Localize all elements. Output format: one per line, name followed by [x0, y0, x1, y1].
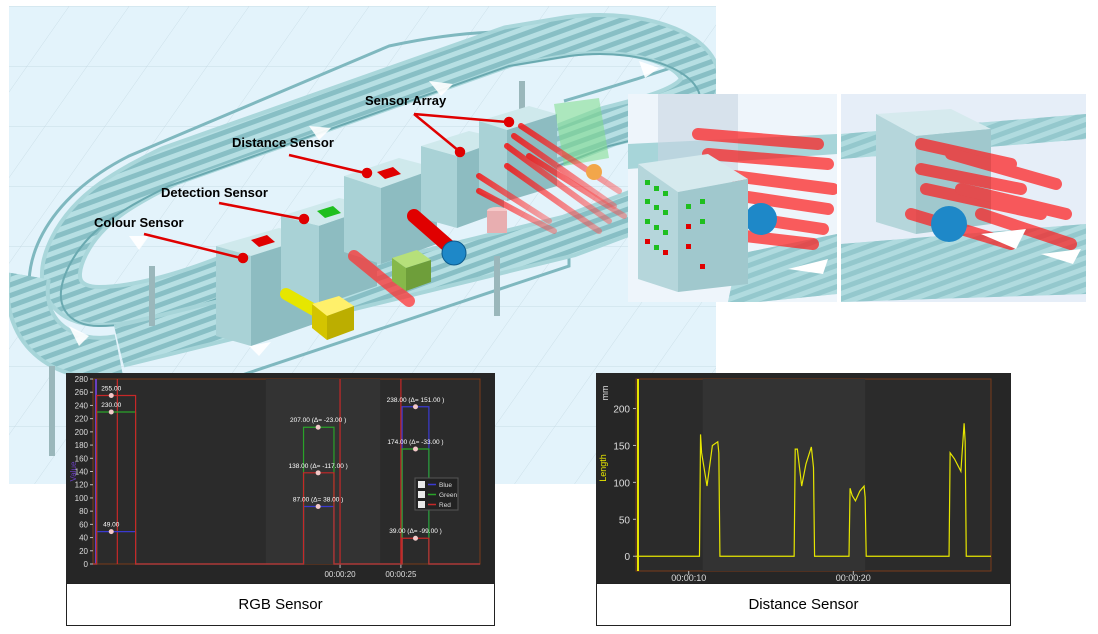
colour-sensor-label: Colour Sensor [94, 215, 184, 230]
rgb-ytick-label: 240 [75, 401, 89, 410]
blue-sphere [441, 240, 467, 266]
rgb-annotation-label: 49.00 [103, 522, 120, 529]
rgb-marker-point [108, 529, 114, 535]
rgb-ytick-label: 280 [75, 375, 89, 384]
rgb-chart-caption: RGB Sensor [66, 583, 495, 626]
rgb-xtick-label: 00:00:20 [324, 570, 356, 579]
side-blue-sphere [931, 206, 967, 242]
rgb-ytick-label: 40 [79, 534, 88, 543]
dist-ytick-label: 200 [613, 405, 630, 416]
green-cube [392, 250, 431, 291]
rgb-annotation-label: 238.00 (Δ= 151.00 ) [387, 397, 445, 404]
side-view-render [841, 94, 1086, 302]
simulation-scene: Colour Sensor Detection Sensor Distance … [9, 6, 716, 484]
array-beams [476, 123, 627, 234]
rgb-marker-point [413, 535, 418, 541]
rgb-ytick-label: 60 [79, 520, 88, 529]
rgb-legend-label: Red [439, 502, 451, 509]
rgb-annotation-label: 174.00 (Δ= -33.00 ) [387, 439, 443, 446]
dist-y-axis-label: Length [598, 454, 608, 482]
rgb-annotation-label: 255.00 [101, 386, 121, 393]
rgb-annotation-label: 207.00 (Δ= -23.00 ) [290, 417, 346, 424]
rgb-caption-text: RGB Sensor [238, 596, 323, 613]
rgb-ytick-label: 260 [75, 388, 89, 397]
rgb-annotation-label: 138.00 (Δ= -117.00 ) [288, 463, 347, 470]
dist-ytick-label: 100 [613, 478, 630, 489]
sensor-matrix [645, 180, 705, 269]
rgb-legend-checkbox [418, 481, 425, 488]
rgb-ytick-label: 100 [75, 494, 89, 503]
dist-ytick-label: 0 [624, 552, 630, 563]
rgb-ytick-label: 180 [75, 441, 89, 450]
rgb-y-axis-label: Value [69, 461, 78, 481]
rgb-marker-point [315, 424, 321, 430]
dist-shaded-band [702, 379, 866, 571]
rgb-ytick-label: 160 [75, 454, 89, 463]
rgb-ytick-label: 120 [75, 481, 89, 490]
rgb-marker-point [413, 446, 418, 452]
rgb-ytick-label: 200 [75, 428, 89, 437]
rgb-annotation-label: 87.00 (Δ= 38.00 ) [293, 497, 343, 504]
front-blue-sphere [745, 203, 777, 235]
distance-chart-caption: Distance Sensor [596, 583, 1011, 626]
rgb-marker-point [413, 404, 418, 410]
rgb-legend-label: Blue [439, 482, 452, 489]
rgb-marker-point [315, 504, 321, 510]
rgb-ytick-label: 20 [79, 547, 88, 556]
distance-sensor-label: Distance Sensor [232, 135, 334, 150]
rgb-legend-label: Green [439, 492, 457, 499]
yellow-cube [312, 296, 354, 340]
rgb-annotation-label: 39.00 (Δ= -99.00 ) [389, 528, 442, 535]
rgb-chart-svg: 0 20 40 60 80 100 120 140 160 180 200 220 240 260 280V… [69, 375, 481, 579]
detection-sensor-label: Detection Sensor [161, 185, 268, 200]
dist-ytick-label: 150 [613, 441, 630, 452]
sensor-array-front-view [628, 94, 837, 302]
rgb-marker-point [108, 393, 114, 399]
rgb-legend-checkbox [418, 501, 425, 508]
callout-lines [143, 112, 515, 264]
scene-render: Colour Sensor Detection Sensor Distance … [9, 6, 716, 484]
distance-caption-text: Distance Sensor [748, 596, 859, 613]
rgb-ytick-label: 0 [84, 560, 89, 569]
dist-ytick-label: 50 [619, 515, 631, 526]
detection-beam [348, 250, 415, 307]
rgb-xtick-label: 00:00:25 [385, 570, 417, 579]
rgb-marker-point [315, 470, 321, 476]
detection-plane [554, 98, 609, 166]
rgb-annotation-label: 230.00 [101, 402, 121, 409]
rgb-ytick-label: 80 [79, 507, 88, 516]
front-view-render [628, 94, 837, 302]
rgb-legend-checkbox [418, 491, 425, 498]
sensor-array-label: Sensor Array [365, 93, 447, 108]
dist-xtick-label: 00:00:20 [836, 573, 871, 583]
dist-series-length [636, 423, 991, 557]
rgb-ytick-label: 220 [75, 415, 89, 424]
rgb-marker-point [108, 409, 114, 415]
dist-unit-label: mm [600, 386, 610, 401]
rgb-ytick-label: 140 [75, 468, 89, 477]
rgb-shaded-band [265, 379, 381, 564]
orange-sphere [586, 164, 602, 180]
dist-xtick-label: 00:00:10 [671, 573, 706, 583]
sensor-array-side-view [841, 94, 1086, 302]
